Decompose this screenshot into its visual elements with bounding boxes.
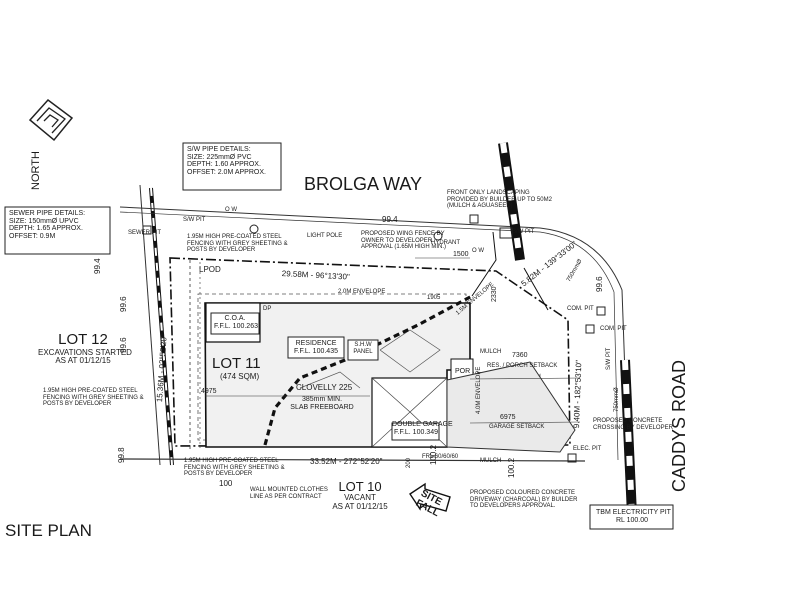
- dim-200: 200: [406, 457, 412, 468]
- dimension-lines: [205, 257, 581, 424]
- garage-setback: GARAGE SETBACK: [489, 424, 545, 430]
- dim-2330: 2330: [491, 286, 498, 302]
- frl-label: FRL 60/60/60: [422, 454, 459, 460]
- com-pit-label-1: COM. PIT: [567, 306, 594, 312]
- porch-setback: RES. / PORCH SETBACK: [487, 363, 558, 369]
- dim-4975: 4975: [201, 388, 217, 395]
- elec-pit-label: ELEC. PIT: [573, 446, 602, 452]
- level-99-6-left: 99.6: [119, 296, 128, 312]
- hydrant-label: HYDRANT: [431, 240, 461, 246]
- sw-pipe-line: [498, 142, 637, 516]
- sw-pit-right-label: S/W PIT: [512, 229, 535, 235]
- level-99-4-top: 99.4: [382, 215, 398, 224]
- ow-label-1: O W: [225, 207, 237, 213]
- pits: [142, 214, 606, 463]
- level-100-2b: 100.2: [507, 457, 516, 478]
- envelope-top: 2.0M ENVELOPE: [338, 289, 386, 295]
- sewer-pit-label: SEWER PIT: [128, 230, 162, 236]
- level-99-4-left: 99.4: [93, 258, 102, 274]
- building-envelope: [197, 293, 541, 441]
- house-design-label: CLOVELLY 225: [296, 383, 353, 392]
- boundary-bottom: 33.52M - 272°52'20": [310, 457, 383, 466]
- page-title: SITE PLAN: [5, 521, 92, 540]
- dim-6975: 6975: [500, 414, 516, 421]
- slab-freeboard-label: 385mm MIN.SLAB FREEBOARD: [290, 396, 354, 411]
- light-pole-label: LIGHT POLE: [307, 233, 343, 239]
- dim-1905: 1905: [427, 295, 441, 301]
- sw-pit-left-label: S/W PIT: [183, 217, 206, 223]
- level-99-8: 99.8: [117, 447, 126, 463]
- dp-label: DP: [263, 306, 272, 312]
- lot-11-boundary: [169, 257, 571, 450]
- label-boxes: [4, 142, 674, 530]
- north-arrow-icon: [28, 98, 74, 142]
- lot-11-label: LOT 11(474 SQM): [212, 355, 261, 381]
- envelope-garage: 4.0M ENVELOPE: [476, 366, 482, 414]
- com-pit-label-2: COM. PIT: [600, 326, 627, 332]
- north-label: NORTH: [30, 151, 42, 190]
- service-line: [263, 294, 473, 446]
- street-boundaries: [119, 206, 629, 462]
- mulch-label-1: MULCH: [480, 349, 502, 355]
- driveway: [446, 361, 576, 453]
- mulch-label-2: MULCH: [480, 458, 502, 464]
- porch-label: POR: [455, 368, 471, 375]
- dim-1500: 1500: [453, 251, 469, 258]
- pipe-size-label-2: 750mmØ: [614, 387, 620, 412]
- sw-pit-road-label: S/W PIT: [606, 347, 612, 370]
- dim-7360: 7360: [512, 352, 528, 359]
- street-name-top: BROLGA WAY: [304, 174, 423, 194]
- level-99-6-lot12: 99.6: [119, 337, 128, 353]
- level-100: 100: [219, 479, 233, 488]
- lpod-label: LPOD: [199, 265, 221, 274]
- level-99-6-right: 99.6: [595, 276, 604, 292]
- ow-label-2: O W: [472, 248, 484, 254]
- coa-label: C.O.A.F.F.L. 100.263: [214, 315, 258, 330]
- sewer-pipe-line: [139, 184, 174, 466]
- site-fall-arrow-icon: [409, 482, 451, 512]
